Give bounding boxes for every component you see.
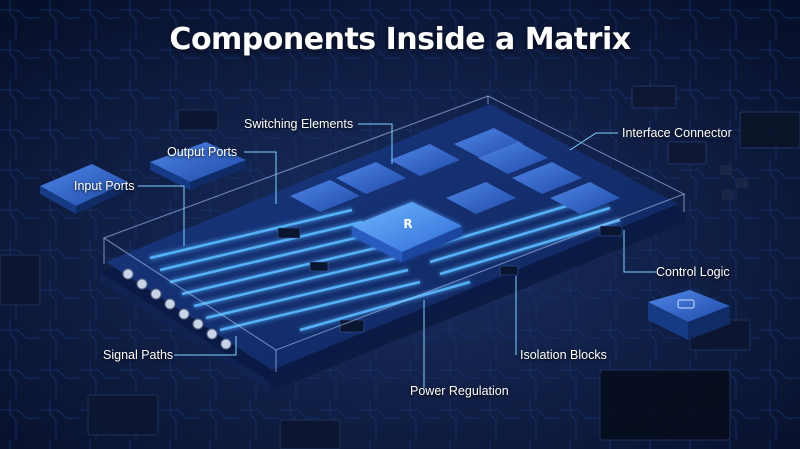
port-connectors <box>122 268 232 350</box>
leader-lines <box>138 123 656 388</box>
switching-elements <box>290 128 620 214</box>
label-switching-elements: Switching Elements <box>244 117 354 131</box>
svg-text:R: R <box>403 217 412 231</box>
glass-cover <box>102 95 686 372</box>
label-interface-connector: Interface Connector <box>622 126 732 140</box>
signal-paths <box>149 194 621 332</box>
label-input-ports: Input Ports <box>74 179 135 193</box>
input-ports-module <box>40 164 128 214</box>
label-power-regulation: Power Regulation <box>410 384 509 398</box>
leader-input-ports <box>138 185 185 246</box>
output-ports-module <box>150 142 246 190</box>
leader-control-logic <box>623 230 656 273</box>
leader-interface-connector <box>569 132 618 151</box>
label-signal-paths: Signal Paths <box>103 348 174 362</box>
leader-output-ports <box>244 151 277 204</box>
page-title: Components Inside a Matrix <box>169 22 631 57</box>
label-control-logic: Control Logic <box>656 265 730 279</box>
background-chips <box>0 85 800 449</box>
control-logic-module <box>648 290 730 340</box>
core-chip: R <box>352 202 462 262</box>
leader-switching-elements <box>358 123 393 164</box>
label-isolation-blocks: Isolation Blocks <box>520 348 607 362</box>
label-output-ports: Output Ports <box>167 145 238 159</box>
leader-signal-paths <box>174 336 237 356</box>
